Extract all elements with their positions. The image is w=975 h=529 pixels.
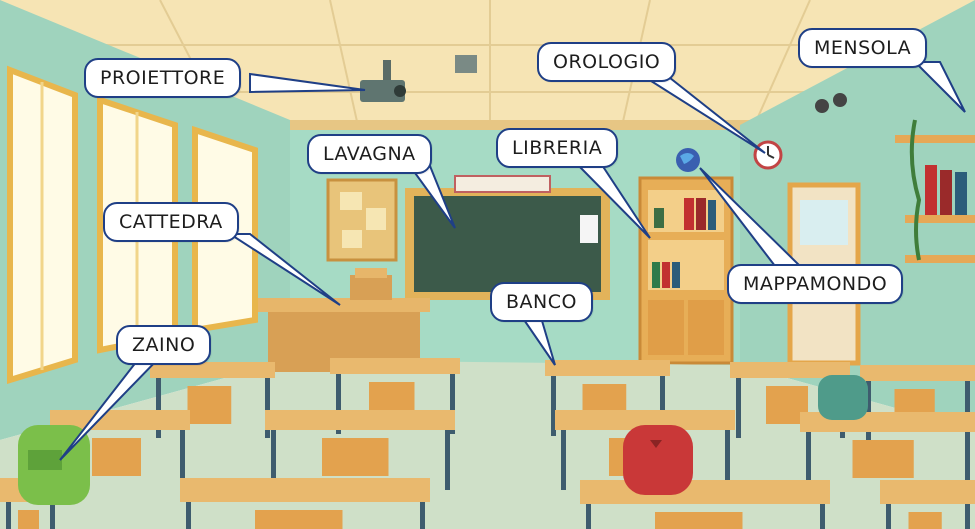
desk-leg bbox=[551, 376, 556, 436]
bookshelf bbox=[638, 176, 734, 365]
chair bbox=[655, 512, 743, 529]
desk-leg bbox=[660, 376, 665, 436]
student-desk bbox=[50, 410, 190, 430]
chair bbox=[18, 510, 39, 529]
desk-leg bbox=[586, 504, 591, 529]
pointer-mensola bbox=[912, 61, 966, 113]
student-desk bbox=[555, 410, 735, 430]
desk-leg bbox=[806, 432, 811, 492]
label-mappamondo: MAPPAMONDO bbox=[727, 264, 904, 304]
desk-leg bbox=[336, 374, 341, 434]
pointer-orologio bbox=[636, 73, 766, 154]
chair bbox=[852, 440, 914, 478]
desk-leg bbox=[420, 502, 425, 529]
teal-backpack bbox=[818, 375, 868, 420]
desk-leg bbox=[445, 430, 450, 490]
desk-leg bbox=[156, 378, 161, 438]
student-desk bbox=[580, 480, 830, 504]
desk-leg bbox=[965, 381, 970, 441]
desk-leg bbox=[725, 430, 730, 490]
desk-leg bbox=[820, 504, 825, 529]
chair bbox=[255, 510, 343, 529]
student-desk bbox=[730, 362, 850, 378]
desk-leg bbox=[180, 430, 185, 490]
desk-leg bbox=[561, 430, 566, 490]
red-backpack bbox=[623, 425, 693, 495]
desk-leg bbox=[866, 381, 871, 441]
chair bbox=[322, 438, 389, 476]
student-desk bbox=[150, 362, 275, 378]
desk-leg bbox=[6, 502, 11, 529]
wall-shelves bbox=[895, 119, 975, 263]
desk-leg bbox=[265, 378, 270, 438]
desk-leg bbox=[50, 502, 55, 529]
chair bbox=[187, 386, 232, 424]
label-zaino: ZAINO bbox=[116, 325, 212, 365]
pointer-libreria bbox=[572, 161, 651, 239]
student-desk bbox=[180, 478, 430, 502]
pointer-mappamondo bbox=[699, 167, 803, 267]
pointer-lavagna bbox=[408, 165, 456, 229]
label-cattedra: CATTEDRA bbox=[103, 202, 239, 242]
student-desk bbox=[545, 360, 670, 376]
desk-leg bbox=[450, 374, 455, 434]
label-banco: BANCO bbox=[490, 282, 593, 322]
label-orologio: OROLOGIO bbox=[537, 42, 677, 82]
desk-leg bbox=[965, 504, 970, 529]
pointer-cattedra bbox=[226, 233, 341, 306]
student-desk bbox=[880, 480, 975, 504]
label-mensola: MENSOLA bbox=[798, 28, 928, 68]
desk-leg bbox=[736, 378, 741, 438]
desk-leg bbox=[886, 504, 891, 529]
label-lavagna: LAVAGNA bbox=[307, 134, 432, 174]
chair bbox=[92, 438, 141, 476]
desk-leg bbox=[186, 502, 191, 529]
ceiling-projector bbox=[360, 55, 477, 102]
chair bbox=[908, 512, 942, 529]
student-desk bbox=[265, 410, 455, 430]
label-proiettore: PROIETTORE bbox=[84, 58, 242, 98]
pointer-proiettore bbox=[249, 72, 366, 94]
student-desk bbox=[330, 358, 460, 374]
student-desk bbox=[860, 365, 975, 381]
label-libreria: LIBRERIA bbox=[496, 128, 619, 168]
desk-leg bbox=[271, 430, 276, 490]
pointer-zaino bbox=[59, 356, 163, 461]
desk-leg bbox=[965, 432, 970, 492]
